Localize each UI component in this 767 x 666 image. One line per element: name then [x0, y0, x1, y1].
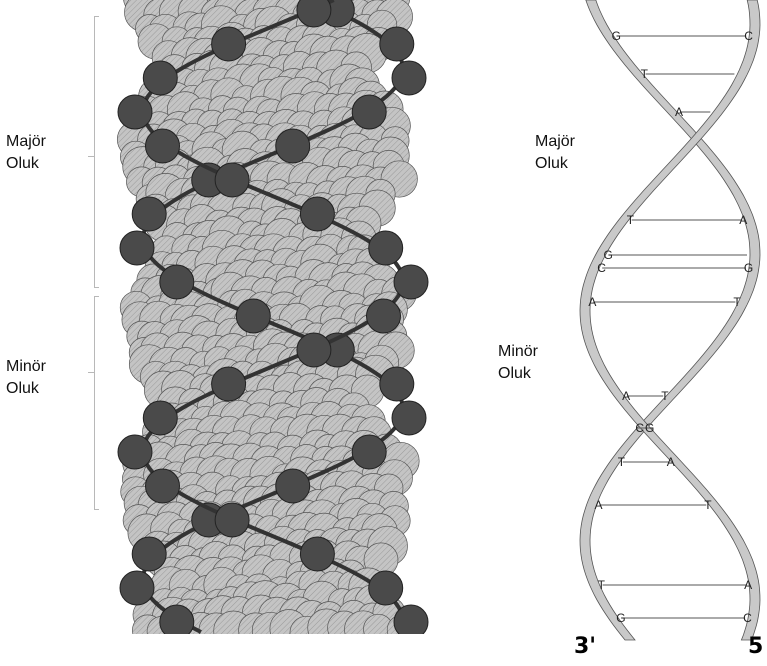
strand-end-3prime: 3'	[574, 634, 596, 659]
phosphate-sphere	[118, 435, 152, 469]
base-right: C	[743, 611, 752, 625]
base-right: G	[744, 261, 753, 275]
phosphate-sphere	[212, 367, 246, 401]
phosphate-sphere	[392, 401, 426, 435]
strand-end-5prime: 5	[748, 634, 763, 659]
phosphate-sphere	[160, 265, 194, 299]
phosphate-sphere	[212, 27, 246, 61]
space-filling-dna-model	[108, 0, 438, 634]
phosphate-sphere	[146, 129, 180, 163]
base-right: C	[744, 29, 753, 43]
minor-groove-label-left: Minör Oluk	[6, 356, 46, 400]
base-right: T	[661, 389, 669, 403]
minor-groove-brace	[94, 296, 99, 510]
phosphate-sphere	[132, 537, 166, 571]
base-right: A	[744, 578, 752, 592]
phosphate-sphere	[300, 537, 334, 571]
phosphate-sphere	[160, 605, 194, 634]
base-right: T	[704, 498, 712, 512]
base-left: A	[595, 498, 603, 512]
base-right: C	[635, 421, 644, 435]
phosphate-sphere	[143, 61, 177, 95]
major-groove-brace	[94, 16, 99, 288]
phosphate-sphere	[394, 265, 428, 299]
phosphate-sphere	[215, 503, 249, 537]
base-right: A	[739, 213, 747, 227]
phosphate-sphere	[352, 435, 386, 469]
base-left: T	[641, 67, 649, 81]
minor-groove-label-left-text: Minör Oluk	[6, 358, 46, 397]
minor-groove-label-right-text: Minör Oluk	[498, 343, 538, 382]
phosphate-sphere	[276, 129, 310, 163]
phosphate-sphere	[120, 231, 154, 265]
phosphate-sphere	[143, 401, 177, 435]
phosphate-sphere	[369, 571, 403, 605]
minor-groove-label-right: Minör Oluk	[498, 341, 538, 385]
base-left: C	[597, 261, 606, 275]
phosphate-sphere	[394, 605, 428, 634]
base-left: T	[618, 455, 626, 469]
phosphate-sphere	[380, 367, 414, 401]
major-groove-label-right: Majör Oluk	[535, 131, 575, 175]
base-left: G	[612, 29, 621, 43]
base-left: A	[622, 389, 630, 403]
phosphate-sphere	[297, 333, 331, 367]
phosphate-sphere	[236, 299, 270, 333]
base-left: G	[604, 248, 613, 262]
major-groove-brace-tip	[88, 156, 94, 157]
base-left: T	[627, 213, 635, 227]
base-left: A	[588, 295, 596, 309]
phosphate-sphere	[300, 197, 334, 231]
minor-groove-brace-tip	[88, 372, 94, 373]
base-left: G	[616, 611, 625, 625]
phosphate-sphere	[215, 163, 249, 197]
base-left: A	[675, 105, 683, 119]
base-right: A	[667, 455, 675, 469]
phosphate-sphere	[118, 95, 152, 129]
major-groove-label-right-text: Majör Oluk	[535, 133, 575, 172]
phosphate-sphere	[352, 95, 386, 129]
base-left: G	[645, 421, 654, 435]
phosphate-sphere	[392, 61, 426, 95]
phosphate-sphere	[120, 571, 154, 605]
helix-ribbons	[580, 0, 760, 640]
base-left: T	[598, 578, 606, 592]
phosphate-sphere	[367, 299, 401, 333]
major-groove-label-left-text: Majör Oluk	[6, 133, 46, 172]
phosphate-sphere	[380, 27, 414, 61]
phosphate-sphere	[132, 197, 166, 231]
phosphate-sphere	[276, 469, 310, 503]
base-right: T	[733, 295, 741, 309]
phosphate-sphere	[369, 231, 403, 265]
major-groove-label-left: Majör Oluk	[6, 131, 46, 175]
phosphate-sphere	[146, 469, 180, 503]
